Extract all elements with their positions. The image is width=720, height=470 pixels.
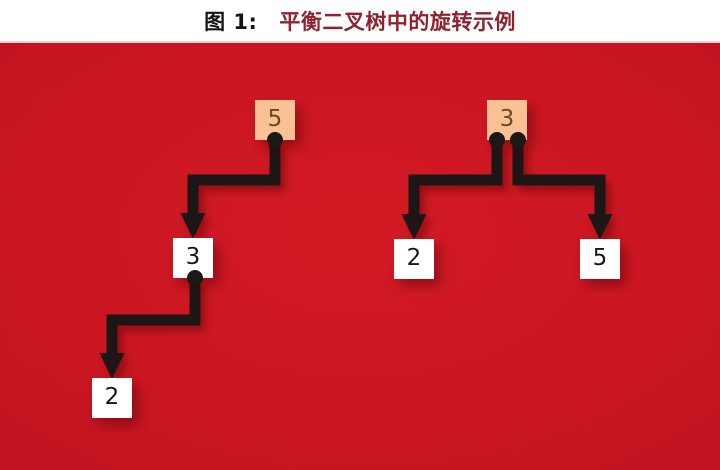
- node-right-left-child[interactable]: 2: [394, 239, 434, 279]
- node-left-mid-value: 3: [185, 243, 201, 270]
- figure-title: 平衡二叉树中的旋转示例: [279, 9, 516, 34]
- tree-edges: [99, 140, 613, 379]
- edge-right-root-to-left: [401, 140, 503, 240]
- diagram-canvas: 5 3 2 3 2 5: [0, 43, 720, 470]
- edge-right-root-to-right: [512, 140, 613, 240]
- edge-left-root-to-mid: [180, 140, 281, 239]
- edge-left-mid-to-leaf: [99, 278, 201, 379]
- node-left-root-value: 5: [267, 105, 283, 132]
- figure-number: 图 1:: [204, 9, 258, 34]
- node-right-left-child-value: 2: [406, 244, 422, 271]
- port-left-root: [267, 132, 283, 148]
- port-left-mid: [187, 270, 203, 286]
- node-right-right-child-value: 5: [592, 244, 608, 271]
- figure-caption: 图 1: 平衡二叉树中的旋转示例: [0, 0, 720, 41]
- node-left-leaf-value: 2: [104, 383, 120, 410]
- node-left-leaf[interactable]: 2: [92, 378, 132, 418]
- caption-divider: [0, 41, 720, 43]
- port-right-root-left: [489, 132, 505, 148]
- node-right-right-child[interactable]: 5: [580, 239, 620, 279]
- node-right-root-value: 3: [499, 105, 515, 132]
- port-right-root-right: [510, 132, 526, 148]
